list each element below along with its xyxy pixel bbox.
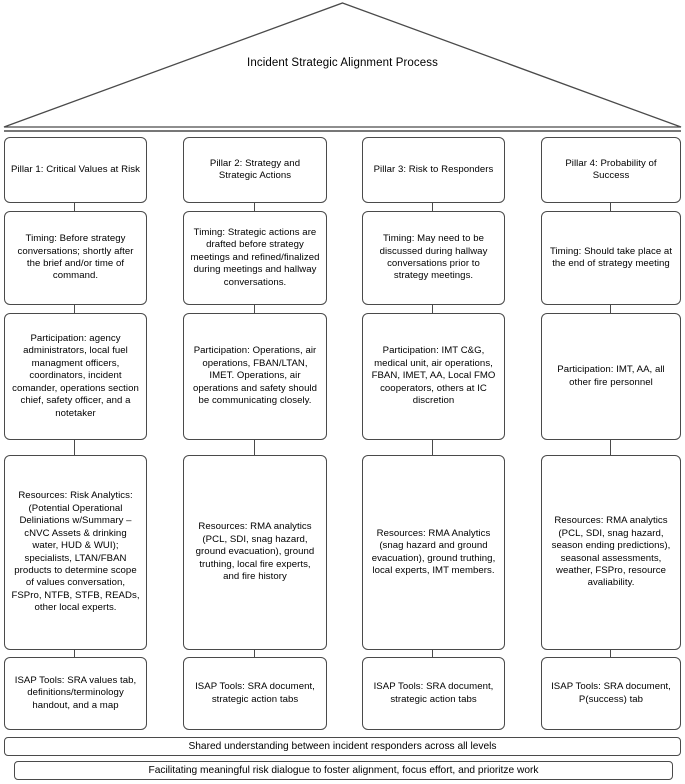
pillar-1-tools[interactable]: ISAP Tools: SRA values tab, definitions/… (4, 657, 147, 730)
pillar-3-participation-label: Participation: IMT C&G, medical unit, ai… (371, 345, 496, 407)
pillar-3-resources[interactable]: Resources: RMA Analytics (snag hazard an… (362, 455, 505, 650)
connector-1-header-timing (74, 203, 76, 212)
pillar-4-header[interactable]: Pillar 4: Probability of Success (541, 137, 681, 203)
connector-4-timing-participation (610, 305, 612, 314)
pillar-3-timing-label: Timing: May need to be discussed during … (379, 233, 488, 282)
connector-4-resources-tools (610, 650, 612, 658)
pillar-4-header-label: Pillar 4: Probability of Success (565, 157, 657, 181)
pillar-1-header[interactable]: Pillar 1: Critical Values at Risk (4, 137, 147, 203)
pillar-4-resources-label: Resources: RMA analytics (PCL, SDI, snag… (551, 515, 671, 589)
foundation-banner-1-label: Shared understanding between incident re… (188, 741, 497, 752)
pillar-3-header[interactable]: Pillar 3: Risk to Responders (362, 137, 505, 203)
pillar-1-resources[interactable]: Resources: Risk Analytics: (Potential Op… (4, 455, 147, 650)
pillar-2-tools-label: ISAP Tools: SRA document, strategic acti… (195, 681, 315, 705)
pillar-3-tools[interactable]: ISAP Tools: SRA document, strategic acti… (362, 657, 505, 730)
pillar-1-timing-label: Timing: Before strategy conversations; s… (17, 233, 134, 282)
connector-1-timing-participation (74, 305, 76, 314)
pillar-4-participation[interactable]: Participation: IMT, AA, all other fire p… (541, 313, 681, 440)
pillar-4-tools[interactable]: ISAP Tools: SRA document, P(success) tab (541, 657, 681, 730)
diagram-title: Incident Strategic Alignment Process (247, 57, 438, 69)
pillar-1-tools-label: ISAP Tools: SRA values tab, definitions/… (14, 674, 137, 711)
pillar-1-participation-label: Participation: agency administrators, lo… (12, 333, 139, 419)
pillar-2-resources[interactable]: Resources: RMA analytics (PCL, SDI, snag… (183, 455, 327, 650)
pillar-1-header-label: Pillar 1: Critical Values at Risk (11, 163, 140, 175)
foundation-banner-shared-understanding[interactable]: Shared understanding between incident re… (4, 737, 681, 756)
connector-2-participation-resources (254, 440, 256, 456)
connector-4-header-timing (610, 203, 612, 212)
pillar-3-header-label: Pillar 3: Risk to Responders (373, 163, 494, 175)
pillar-1-resources-label: Resources: Risk Analytics: (Potential Op… (11, 490, 140, 614)
foundation-banner-2-label: Facilitating meaningful risk dialogue to… (148, 765, 539, 776)
connector-4-participation-resources (610, 440, 612, 456)
pillar-1-timing[interactable]: Timing: Before strategy conversations; s… (4, 211, 147, 305)
connector-2-timing-participation (254, 305, 256, 314)
pillar-4-timing-label: Timing: Should take place at the end of … (549, 245, 673, 269)
pillar-4-timing[interactable]: Timing: Should take place at the end of … (541, 211, 681, 305)
connector-3-participation-resources (432, 440, 434, 456)
pillar-2-timing[interactable]: Timing: Strategic actions are drafted be… (183, 211, 327, 305)
pillar-3-resources-label: Resources: RMA Analytics (snag hazard an… (371, 527, 496, 576)
connector-1-participation-resources (74, 440, 76, 456)
pillar-3-tools-label: ISAP Tools: SRA document, strategic acti… (373, 681, 494, 705)
connector-2-resources-tools (254, 650, 256, 658)
pillar-2-header[interactable]: Pillar 2: Strategy and Strategic Actions (183, 137, 327, 203)
connector-1-resources-tools (74, 650, 76, 658)
pillar-1-participation[interactable]: Participation: agency administrators, lo… (4, 313, 147, 440)
foundation-banner-risk-dialogue[interactable]: Facilitating meaningful risk dialogue to… (14, 761, 673, 780)
pillar-2-tools[interactable]: ISAP Tools: SRA document, strategic acti… (183, 657, 327, 730)
connector-3-resources-tools (432, 650, 434, 658)
connector-3-timing-participation (432, 305, 434, 314)
pillar-3-participation[interactable]: Participation: IMT C&G, medical unit, ai… (362, 313, 505, 440)
roof-triangle: Incident Strategic Alignment Process (0, 0, 685, 133)
roof-shape (3, 2, 682, 132)
pillar-3-timing[interactable]: Timing: May need to be discussed during … (362, 211, 505, 305)
pillar-2-timing-label: Timing: Strategic actions are drafted be… (190, 226, 320, 288)
pillar-2-participation[interactable]: Participation: Operations, air operation… (183, 313, 327, 440)
connector-3-header-timing (432, 203, 434, 212)
connector-2-header-timing (254, 203, 256, 212)
pillar-4-tools-label: ISAP Tools: SRA document, P(success) tab (551, 681, 671, 705)
pillar-4-resources[interactable]: Resources: RMA analytics (PCL, SDI, snag… (541, 455, 681, 650)
pillar-2-resources-label: Resources: RMA analytics (PCL, SDI, snag… (195, 521, 315, 583)
pillar-2-participation-label: Participation: Operations, air operation… (192, 345, 318, 407)
pillar-2-header-label: Pillar 2: Strategy and Strategic Actions (209, 157, 301, 181)
pillar-4-participation-label: Participation: IMT, AA, all other fire p… (557, 364, 665, 388)
